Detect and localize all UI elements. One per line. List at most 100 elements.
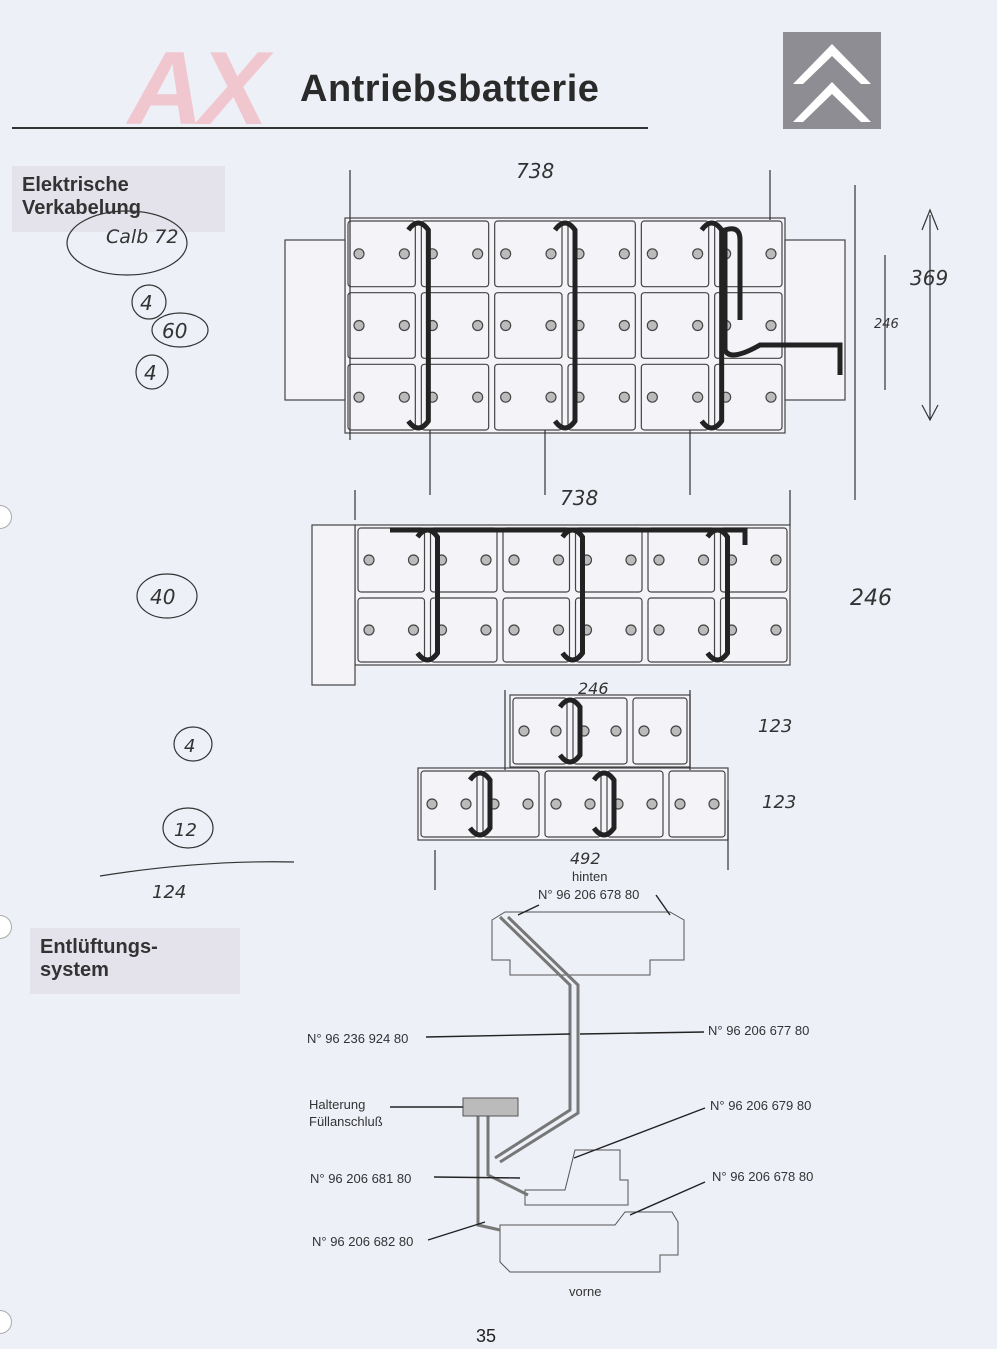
label-front: vorne — [569, 1284, 602, 1299]
terminal — [618, 319, 630, 332]
terminal — [552, 624, 565, 636]
terminal — [670, 725, 682, 737]
terminal — [522, 798, 534, 810]
terminal — [353, 319, 365, 332]
pack-end-left — [311, 524, 356, 686]
terminal — [692, 248, 704, 260]
battery-pack-top — [344, 217, 786, 434]
handwritten-note: 12 — [174, 820, 197, 841]
heading-line: Verkabelung — [22, 197, 141, 219]
section-heading-venting: Entlüftungs- system — [30, 928, 240, 994]
terminal — [653, 624, 665, 636]
terminal — [552, 554, 565, 566]
battery-cell — [544, 770, 602, 838]
handwritten-note: 4 — [144, 361, 157, 385]
vent-diagram — [390, 894, 706, 1273]
terminal — [407, 554, 420, 566]
heading-line: Entlüftungs- — [40, 936, 158, 958]
terminal — [545, 391, 557, 403]
page-number: 35 — [476, 1326, 497, 1346]
terminal — [697, 554, 710, 566]
battery-cell — [647, 597, 716, 663]
battery-cell — [494, 363, 563, 431]
pack-end-right — [784, 239, 846, 401]
terminal — [618, 248, 630, 260]
cable-link — [552, 220, 578, 431]
terminal — [692, 319, 704, 332]
battery-cell — [632, 697, 688, 765]
terminal — [472, 248, 484, 260]
battery-cell — [482, 770, 540, 838]
battery-cell — [640, 220, 710, 288]
handwritten-note: 40 — [150, 585, 175, 609]
terminal — [460, 798, 472, 810]
battery-cell — [640, 363, 710, 431]
part-label: N° 96 206 678 80 — [538, 887, 639, 902]
battery-cell — [719, 527, 788, 593]
cable-link — [406, 220, 431, 431]
handwritten-note: 4 — [184, 736, 195, 757]
page-title: Antriebsbatterie — [300, 68, 600, 110]
cable-link — [557, 697, 583, 765]
dimension-note: 246 — [850, 586, 892, 611]
battery-cell — [429, 597, 498, 663]
dimension-note: 123 — [762, 792, 796, 813]
terminal — [518, 725, 530, 737]
cable-link — [467, 770, 493, 838]
cable-link — [699, 220, 725, 431]
battery-cell — [347, 292, 416, 359]
battery-cell — [714, 292, 783, 359]
part-label: N° 96 206 681 80 — [310, 1171, 411, 1186]
terminal — [398, 319, 410, 332]
handwritten-note: 60 — [162, 319, 187, 343]
battery-cell — [347, 363, 416, 431]
terminal — [426, 798, 438, 810]
terminal — [508, 554, 520, 566]
terminal — [584, 798, 596, 810]
terminal — [618, 391, 630, 403]
part-label: N° 96 206 678 80 — [712, 1169, 813, 1184]
part-label: N° 96 236 924 80 — [307, 1031, 408, 1046]
battery-cell — [567, 292, 636, 359]
terminal — [398, 248, 410, 260]
terminal — [638, 725, 650, 737]
dimension-note: 246 — [578, 679, 609, 698]
label-rear: hinten — [572, 869, 607, 884]
terminal — [472, 319, 484, 332]
terminal — [646, 391, 658, 403]
battery-cell — [606, 770, 664, 838]
battery-cell — [719, 597, 788, 663]
terminal — [674, 798, 686, 810]
terminal — [363, 624, 375, 636]
battery-cell — [572, 697, 628, 765]
terminal — [646, 798, 658, 810]
terminal — [353, 391, 365, 403]
battery-cell — [420, 220, 490, 288]
section-heading-electrical: Elektrische Verkabelung — [12, 166, 225, 232]
terminal — [692, 391, 704, 403]
terminal — [545, 319, 557, 332]
cable-link — [591, 770, 617, 838]
terminal — [500, 319, 512, 332]
terminal — [770, 554, 782, 566]
terminal — [398, 391, 410, 403]
terminal — [646, 248, 658, 260]
dimension-note: 738 — [516, 159, 554, 183]
terminal — [610, 725, 622, 737]
terminal — [550, 725, 562, 737]
terminal — [508, 624, 520, 636]
terminal — [550, 798, 562, 810]
dimension-note: 369 — [910, 266, 948, 290]
terminal — [353, 248, 365, 260]
battery-cell — [420, 770, 478, 838]
battery-cell — [714, 363, 783, 431]
handwritten-note: 124 — [152, 882, 186, 903]
battery-cell — [567, 363, 636, 431]
battery-cell — [347, 220, 416, 288]
battery-cell — [502, 597, 571, 663]
terminal — [625, 554, 637, 566]
heading-line: system — [40, 959, 109, 981]
battery-pack-middle — [354, 524, 791, 666]
dimension-note: 123 — [758, 716, 792, 737]
